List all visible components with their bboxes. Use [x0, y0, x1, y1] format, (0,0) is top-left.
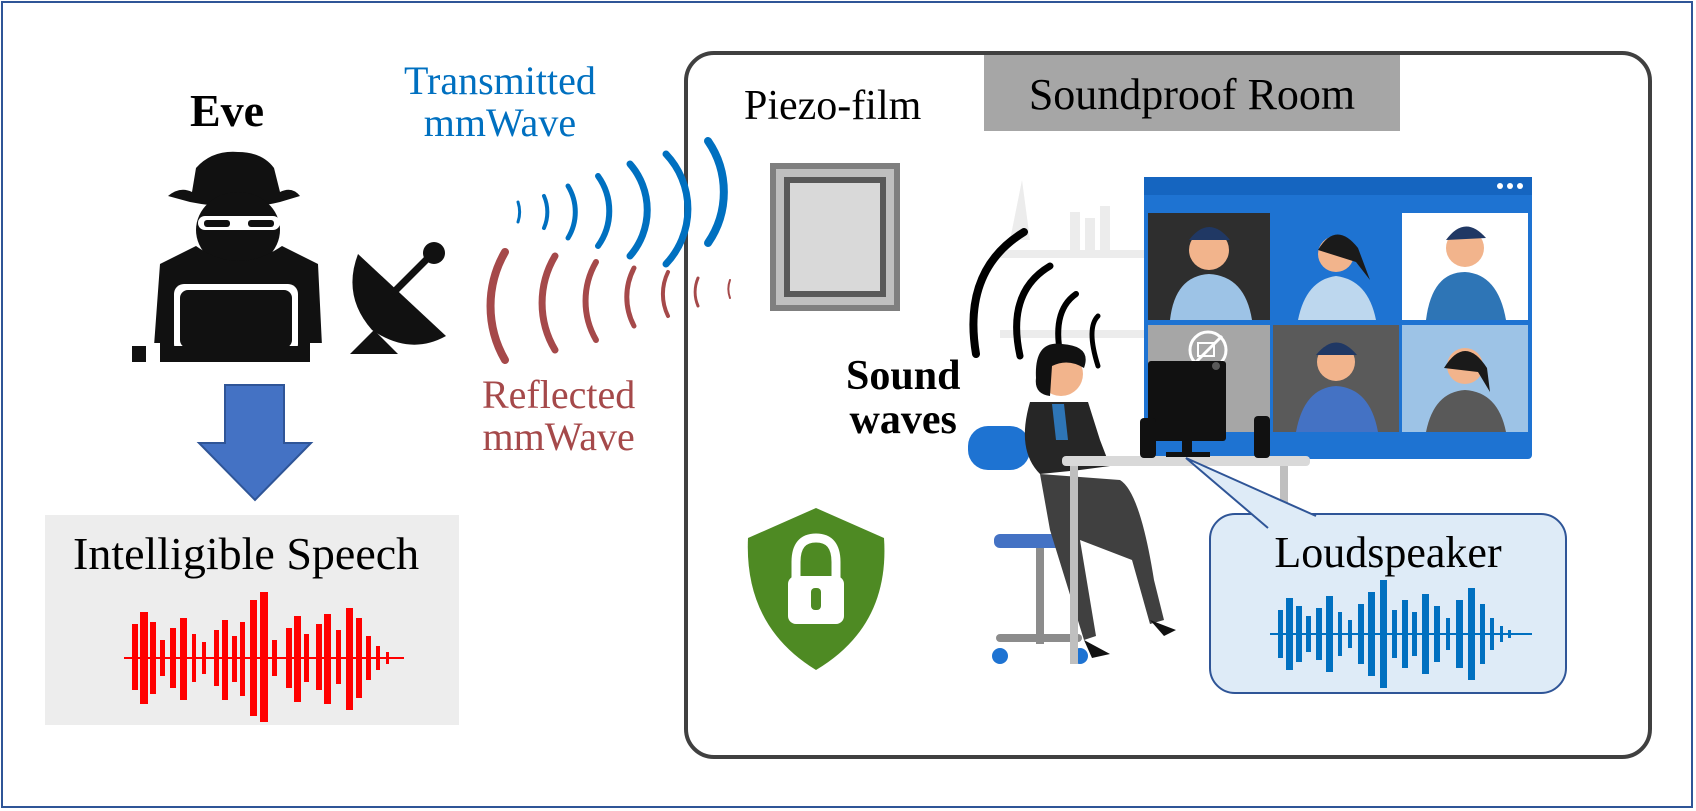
sound-line1: Sound — [846, 353, 961, 399]
loudspeaker-callout: Loudspeaker — [1209, 513, 1567, 694]
eve-label: Eve — [190, 85, 265, 136]
reflected-line1: Reflected — [482, 372, 636, 417]
reflected-mmwave-label: Reflected mmWave — [482, 374, 635, 458]
soundproof-room-boundary — [684, 51, 1652, 759]
transmitted-mmwave-label: Transmitted mmWave — [404, 60, 596, 144]
piezo-film-label: Piezo-film — [744, 83, 922, 129]
transmitted-line2: mmWave — [423, 100, 577, 145]
reflected-mmwave-arcs — [486, 248, 731, 364]
shield-lock-icon — [747, 508, 885, 670]
intelligible-speech-label: Intelligible Speech — [73, 528, 420, 579]
transmitted-line1: Transmitted — [404, 58, 596, 103]
reflected-line2: mmWave — [482, 414, 635, 459]
camera-off-icon — [1188, 330, 1228, 370]
satellite-dish-icon — [350, 242, 446, 354]
sound-waves-label: Sound waves — [846, 354, 960, 442]
background-shelf — [1000, 180, 1150, 338]
transmitted-mmwave-arcs — [516, 137, 728, 268]
piezo-film — [770, 163, 900, 311]
sound-line2: waves — [849, 397, 957, 443]
hacker-icon — [132, 151, 324, 363]
speech-waveform — [124, 592, 404, 722]
loudspeaker-waveform — [1270, 580, 1532, 688]
room-title: Soundproof Room — [1028, 70, 1356, 119]
room-title-box: Soundproof Room — [984, 55, 1400, 131]
loudspeaker-label: Loudspeaker — [1274, 528, 1502, 577]
down-arrow-icon — [196, 384, 314, 502]
loudspeaker-pointer — [1185, 457, 1317, 529]
desk-with-monitor — [1062, 361, 1310, 664]
